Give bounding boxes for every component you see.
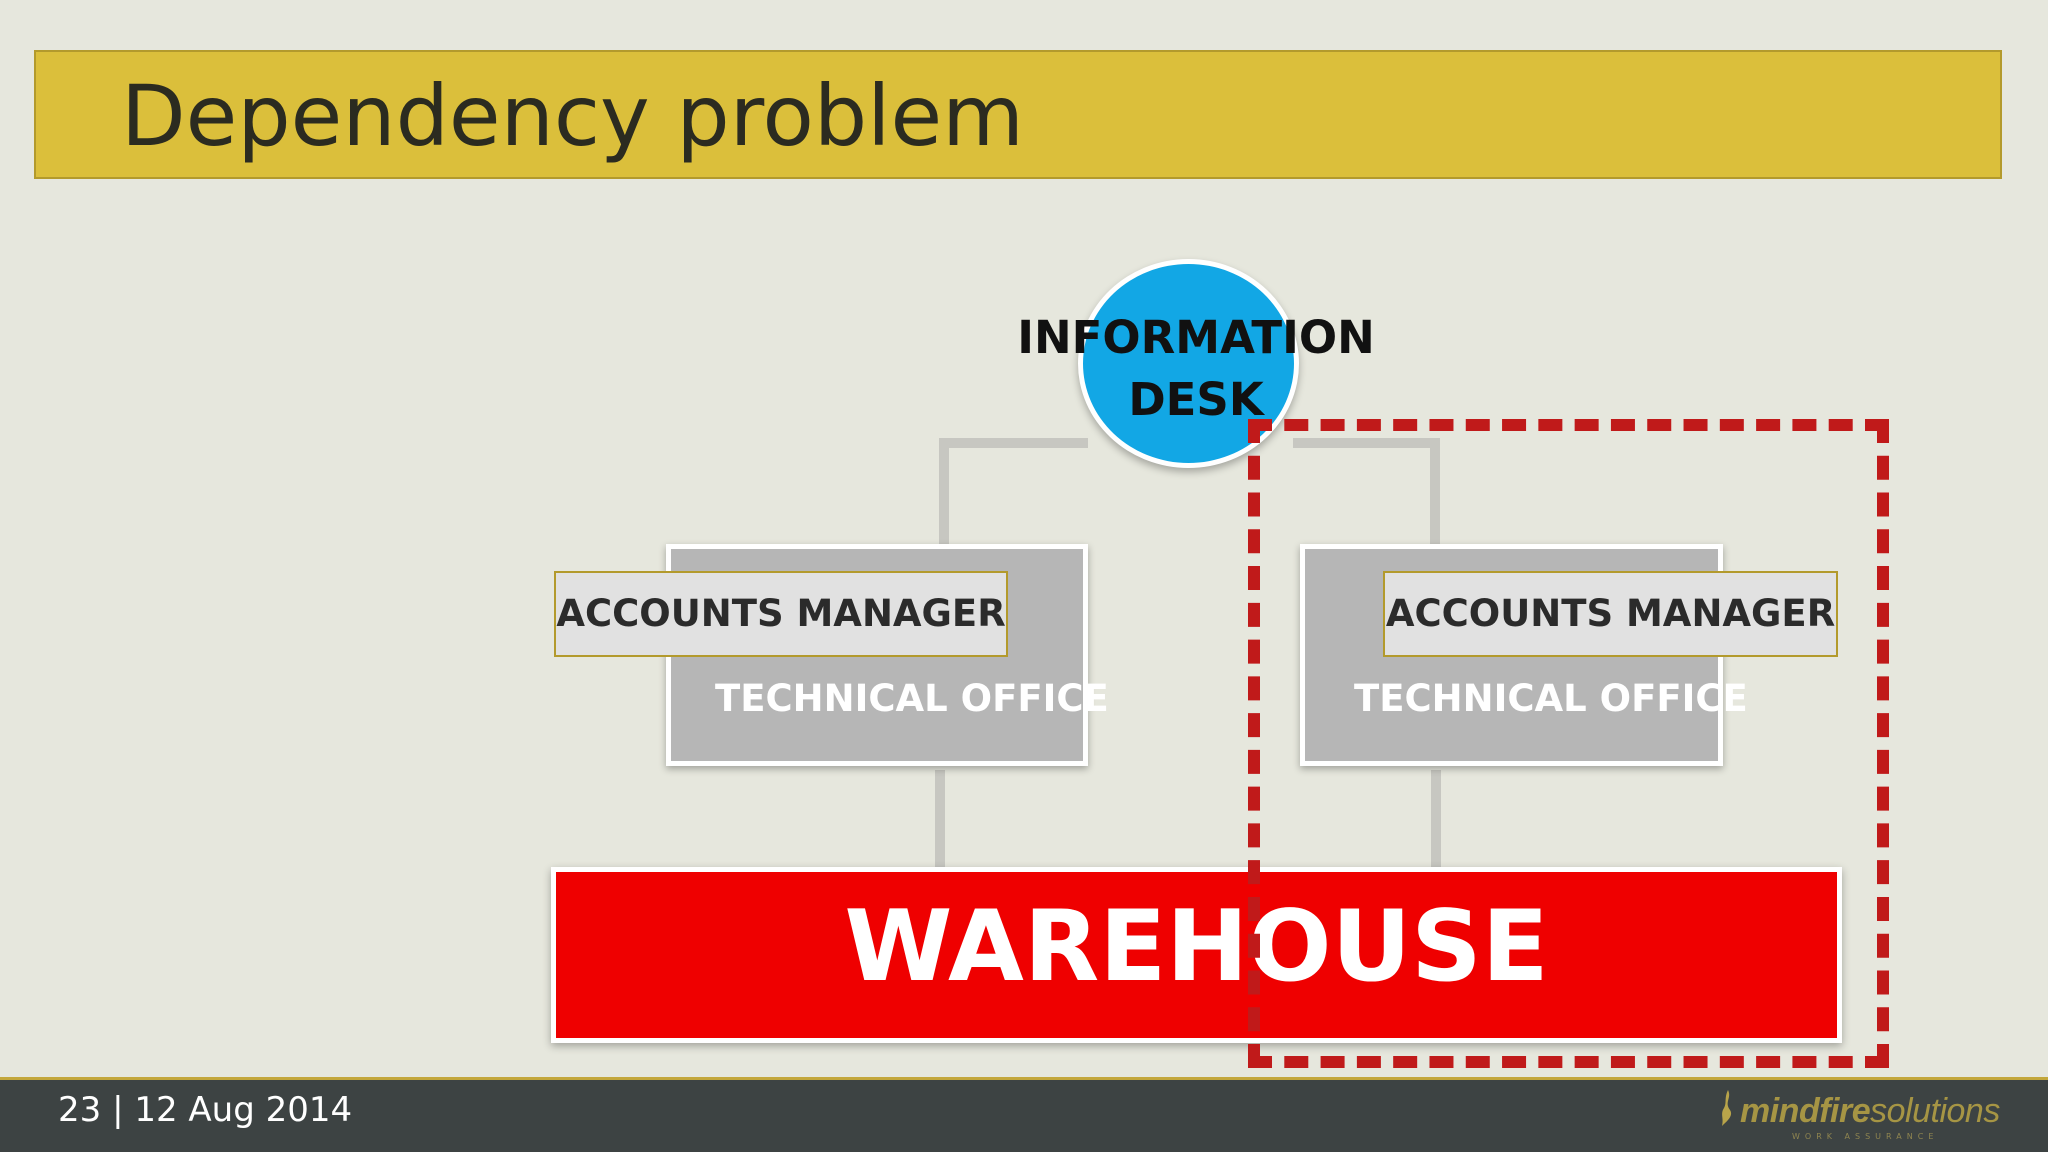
flame-icon [1722,1090,1732,1126]
accounts-manager-box-right: ACCOUNTS MANAGER [1383,571,1838,657]
brand-tagline: WORK ASSURANCE [1792,1132,1939,1141]
dependency-highlight-dashed-box [1248,419,1889,1068]
mindfire-logo: mindfiresolutions WORK ASSURANCE [1718,1082,2000,1148]
connector-bottom-right [1431,770,1441,870]
connector-top-right-vertical [1430,438,1440,545]
technical-office-label-right: TECHNICAL OFFICE [1354,677,1748,720]
slide-number-date: 23 | 12 Aug 2014 [58,1090,353,1130]
footer-bar: 23 | 12 Aug 2014 mindfiresolutions WORK … [0,1077,2048,1152]
warehouse-block [551,867,1842,1043]
brand-name-part1: mindfire [1740,1092,1871,1130]
brand-name-part2: solutions [1870,1092,2000,1130]
connector-top-right-horizontal [1293,438,1440,448]
technical-office-label-left: TECHNICAL OFFICE [715,677,1109,720]
slide-title: Dependency problem [121,67,1024,165]
connector-top-left-horizontal [939,438,1088,448]
connector-bottom-left [935,770,945,870]
title-bar: Dependency problem [34,50,2002,179]
information-desk-label-line1: INFORMATION [1017,311,1375,364]
information-desk-node [1078,259,1299,468]
brand-name: mindfiresolutions [1740,1092,2000,1131]
information-desk-label-line2: DESK [1128,373,1264,426]
connector-top-left-vertical [939,438,949,545]
warehouse-label: WAREHOUSE [844,890,1549,1004]
accounts-manager-box-left: ACCOUNTS MANAGER [554,571,1008,657]
